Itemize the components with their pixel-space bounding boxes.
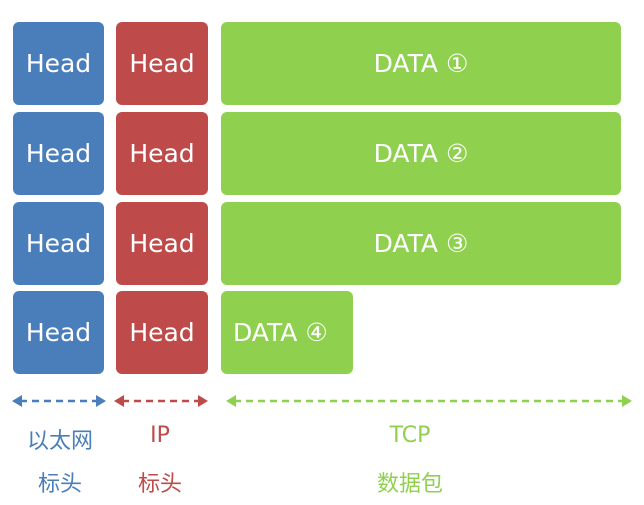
tcp-data-block-1: DATA ① [221,22,621,105]
ip-head-label: Head [129,139,195,168]
ip-head-label: Head [129,229,195,258]
ethernet-head-block-4: Head [13,291,104,374]
ip-head-block-2: Head [116,112,208,195]
ethernet-head-label: Head [25,229,92,258]
tcp-data-label: DATA ① [373,49,469,78]
ip-label-line2: 标头 [137,472,182,497]
ethernet-head-block-3: Head [13,202,104,285]
ethernet-head-block-2: Head [13,112,104,195]
tcp-span-arrow-icon [226,395,632,407]
tcp-data-label: DATA ② [373,139,469,168]
ip-head-block-3: Head [116,202,208,285]
ethernet-label-line1: 以太网 [26,429,93,454]
ip-head-label: Head [129,49,195,78]
ethernet-span-arrow-icon [12,395,106,407]
ip-span-arrow-icon [114,395,208,407]
tcp-label-line1: TCP [389,423,431,448]
tcp-label-line2: 数据包 [376,472,443,497]
ethernet-head-label: Head [25,139,92,168]
tcp-data-block-2: DATA ② [221,112,621,195]
ethernet-head-block-1: Head [13,22,104,105]
ethernet-head-label: Head [25,49,92,78]
ethernet-head-label: Head [25,318,92,347]
ip-label-line1: IP [150,423,170,448]
ip-head-label: Head [129,318,195,347]
tcp-data-label: DATA ③ [373,229,469,258]
ip-head-block-4: Head [116,291,208,374]
tcp-data-block-3: DATA ③ [221,202,621,285]
tcp-data-label: DATA ④ [233,318,328,347]
ethernet-label-line2: 标头 [37,472,82,497]
ip-head-block-1: Head [116,22,208,105]
tcp-data-block-4: DATA ④ [221,291,353,374]
